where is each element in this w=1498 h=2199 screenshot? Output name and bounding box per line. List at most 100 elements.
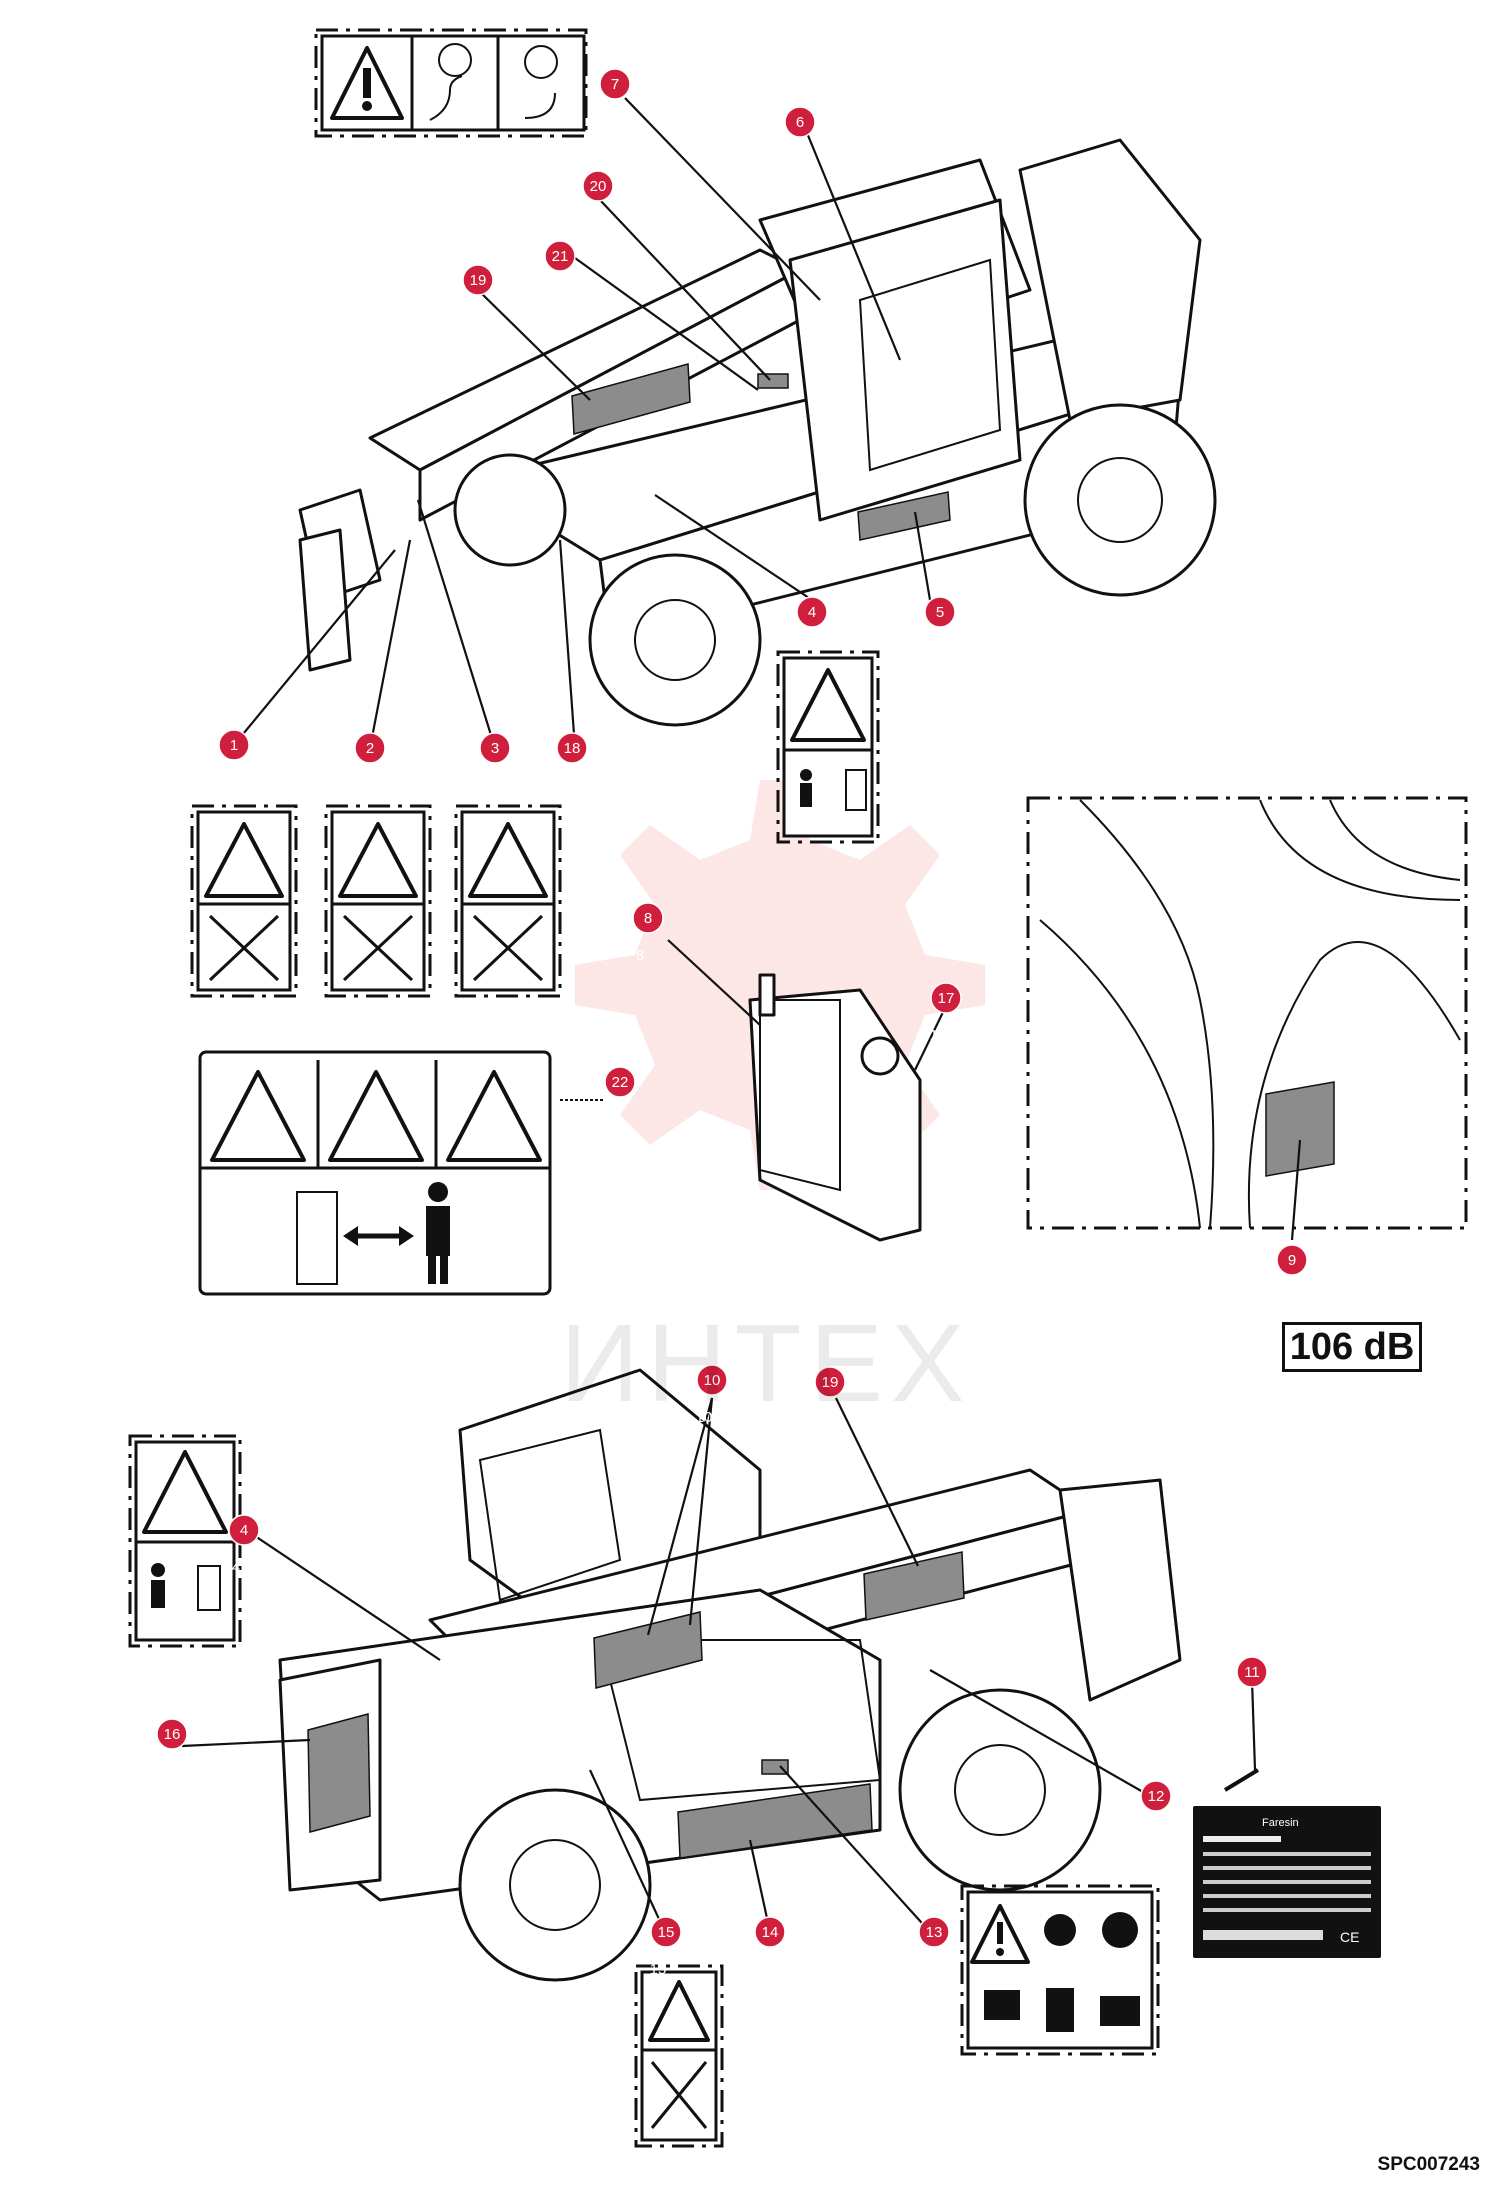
callout-1-ghost-label: 1 (222, 774, 230, 791)
callout-11-marker (1236, 1656, 1268, 1688)
callout-4-ghost-label: 4 (800, 641, 808, 658)
callout-13-ghost-label: 13 (918, 1961, 935, 1978)
callout-7: 77 (599, 68, 631, 130)
callout-9-number: 9 (1288, 1252, 1296, 1269)
callout-6-number: 6 (796, 114, 804, 131)
decal-13-label (960, 1884, 1160, 2056)
watermark-text: ИНТЕХ (560, 1302, 973, 1425)
tank-assembly (667, 939, 946, 1242)
callout-markers: 1122334455667788991010111112121313141415… (156, 68, 1308, 1978)
callout-18-number: 18 (564, 740, 581, 757)
decal-3-label (454, 804, 562, 998)
callout-4-number: 4 (240, 1522, 248, 1539)
callout-19-ghost-label: 19 (814, 1411, 831, 1428)
callout-2: 22 (354, 732, 386, 794)
callout-10-marker (696, 1364, 728, 1396)
callout-12-ghost-label: 12 (1140, 1825, 1157, 1842)
callout-16-number: 16 (164, 1726, 181, 1743)
callout-19-number: 19 (470, 272, 487, 289)
plate-brand: Faresin (1262, 1817, 1299, 1829)
callout-5-ghost-label: 5 (928, 641, 936, 658)
callout-11: 11 11 (1236, 1656, 1268, 1718)
callout-6-marker (784, 106, 816, 138)
callout-16-marker (156, 1718, 188, 1750)
callout-22: 22 22 (604, 1066, 636, 1128)
callout-1-number: 1 (230, 737, 238, 754)
plate-ce-mark: CE (1340, 1929, 1359, 1945)
callout-6: 66 (784, 106, 816, 168)
machine-bottom-view (278, 1368, 1182, 1982)
callout-4: 44 (228, 1514, 260, 1576)
callout-2-ghost-label: 2 (358, 777, 366, 794)
callout-13-number: 13 (926, 1924, 943, 1941)
callout-14: 14 14 (754, 1916, 786, 1978)
identification-plate: Faresin CE (1193, 1768, 1381, 1958)
callout-18-marker (556, 732, 588, 764)
callout-14-number: 14 (762, 1924, 779, 1941)
callout-12-number: 12 (1148, 1788, 1165, 1805)
callout-8: 88 (632, 902, 664, 964)
callout-4: 44 (796, 596, 828, 658)
callout-13-marker (918, 1916, 950, 1948)
callout-10-number: 10 (704, 1372, 721, 1389)
callout-1-marker (218, 729, 250, 761)
decal-7-label (314, 28, 588, 138)
callout-19-marker (814, 1366, 846, 1398)
machine-top-view (298, 138, 1217, 727)
callout-13: 13 13 (918, 1916, 950, 1978)
callout-22-number: 22 (612, 1074, 629, 1091)
callout-14-marker (754, 1916, 786, 1948)
noise-level-label: 106 dB (1282, 1322, 1422, 1372)
callout-4-number: 4 (808, 604, 816, 621)
callout-11-ghost-label: 11 (1236, 1701, 1252, 1718)
callout-6-ghost-label: 6 (788, 151, 796, 168)
callout-21-marker (544, 240, 576, 272)
callout-14-ghost-label: 14 (754, 1961, 771, 1978)
callout-5: 55 (924, 596, 956, 658)
detail-view-decal-9 (1026, 796, 1468, 1241)
callout-20-number: 20 (590, 178, 607, 195)
decal-15-label (634, 1964, 724, 2148)
callout-2-marker (354, 732, 386, 764)
callout-19-number: 19 (822, 1374, 839, 1391)
callout-5-number: 5 (936, 604, 944, 621)
callout-11-number: 11 (1244, 1664, 1260, 1681)
callout-22-ghost-label: 22 (604, 1111, 621, 1128)
callout-3-number: 3 (491, 740, 499, 757)
callout-20-ghost-label: 20 (582, 215, 599, 232)
callout-1: 11 (218, 729, 250, 791)
callout-8-marker (632, 902, 664, 934)
callout-12: 12 12 (1140, 1780, 1172, 1842)
callout-12-marker (1140, 1780, 1172, 1812)
callout-21-number: 21 (552, 248, 569, 265)
callout-3: 33 (479, 732, 511, 794)
callout-22-marker (604, 1066, 636, 1098)
leader-lines-top (233, 97, 932, 749)
callout-19-marker (462, 264, 494, 296)
callout-19-ghost-label: 19 (462, 309, 479, 326)
callout-17-ghost-label: 17 (930, 1027, 947, 1044)
callout-8-number: 8 (644, 910, 652, 927)
callout-17-number: 17 (938, 990, 955, 1007)
callout-4-ghost-label: 4 (232, 1559, 240, 1576)
callout-9-marker (1276, 1244, 1308, 1276)
drawing-code: SPC007243 (1377, 2154, 1480, 2175)
callout-3-marker (479, 732, 511, 764)
callout-2-number: 2 (366, 740, 374, 757)
callout-18-ghost-label: 18 (556, 777, 573, 794)
callout-21-ghost-label: 21 (544, 285, 561, 302)
callout-5-marker (924, 596, 956, 628)
callout-21: 21 21 (544, 240, 576, 302)
decal-4-label-top (776, 650, 880, 844)
callout-7-number: 7 (611, 76, 619, 93)
callout-4-marker (796, 596, 828, 628)
callout-15-marker (650, 1916, 682, 1948)
